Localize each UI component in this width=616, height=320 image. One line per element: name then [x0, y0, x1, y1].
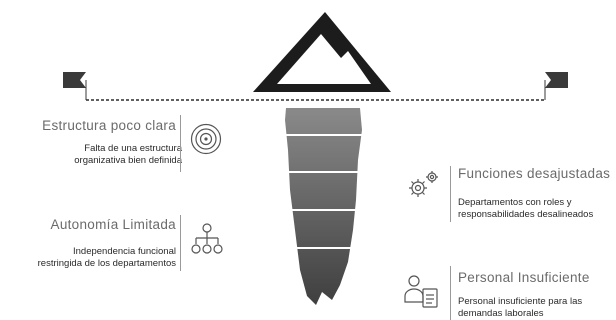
- issue-description-line: Personal insuficiente para las: [458, 296, 583, 307]
- right-flag-icon: [544, 72, 568, 100]
- issue-title: Personal Insuficiente: [458, 270, 590, 285]
- issue-description-line: demandas laborales: [458, 307, 544, 319]
- issue-description-line: organizativa bien definida: [74, 154, 182, 166]
- issue-funciones-desc: Departamentos con roles y responsabilida…: [458, 197, 616, 220]
- person-document-icon: [404, 275, 438, 308]
- issue-description-line: restringida de los departamentos: [37, 257, 176, 269]
- divider-line: [180, 115, 181, 172]
- divider-line: [180, 215, 181, 271]
- issue-description-line: Departamentos con roles y: [458, 197, 572, 208]
- issue-title: Estructura poco clara: [42, 118, 176, 133]
- issue-title: Funciones desajustadas: [458, 166, 611, 181]
- issue-autonomia-desc: Independencia funcional restringida de l…: [0, 246, 176, 269]
- issue-description-line: Falta de una estructura: [84, 143, 182, 154]
- divider-line: [450, 266, 451, 320]
- issue-estructura-desc: Falta de una estructura organizativa bie…: [16, 143, 182, 166]
- issue-title: Autonomía Limitada: [50, 217, 176, 232]
- issue-autonomia-limitada: Autonomía Limitada: [20, 217, 176, 232]
- issue-estructura-poco-clara: Estructura poco clara: [20, 118, 176, 133]
- gears-icon: [409, 171, 438, 197]
- mountain-tip-icon: [253, 12, 391, 92]
- issue-description-line: responsabilidades desalineados: [458, 208, 594, 220]
- issue-personal-insuficiente: Personal Insuficiente: [458, 270, 616, 285]
- submerged-iceberg: [283, 108, 362, 305]
- divider-line: [450, 166, 451, 222]
- target-icon: [190, 123, 222, 155]
- org-chart-icon: [191, 223, 223, 254]
- issue-description-line: Independencia funcional: [72, 246, 176, 257]
- issue-funciones-desajustadas: Funciones desajustadas: [458, 166, 616, 181]
- issue-personal-desc: Personal insuficiente para las demandas …: [458, 296, 616, 319]
- left-flag-icon: [63, 72, 87, 100]
